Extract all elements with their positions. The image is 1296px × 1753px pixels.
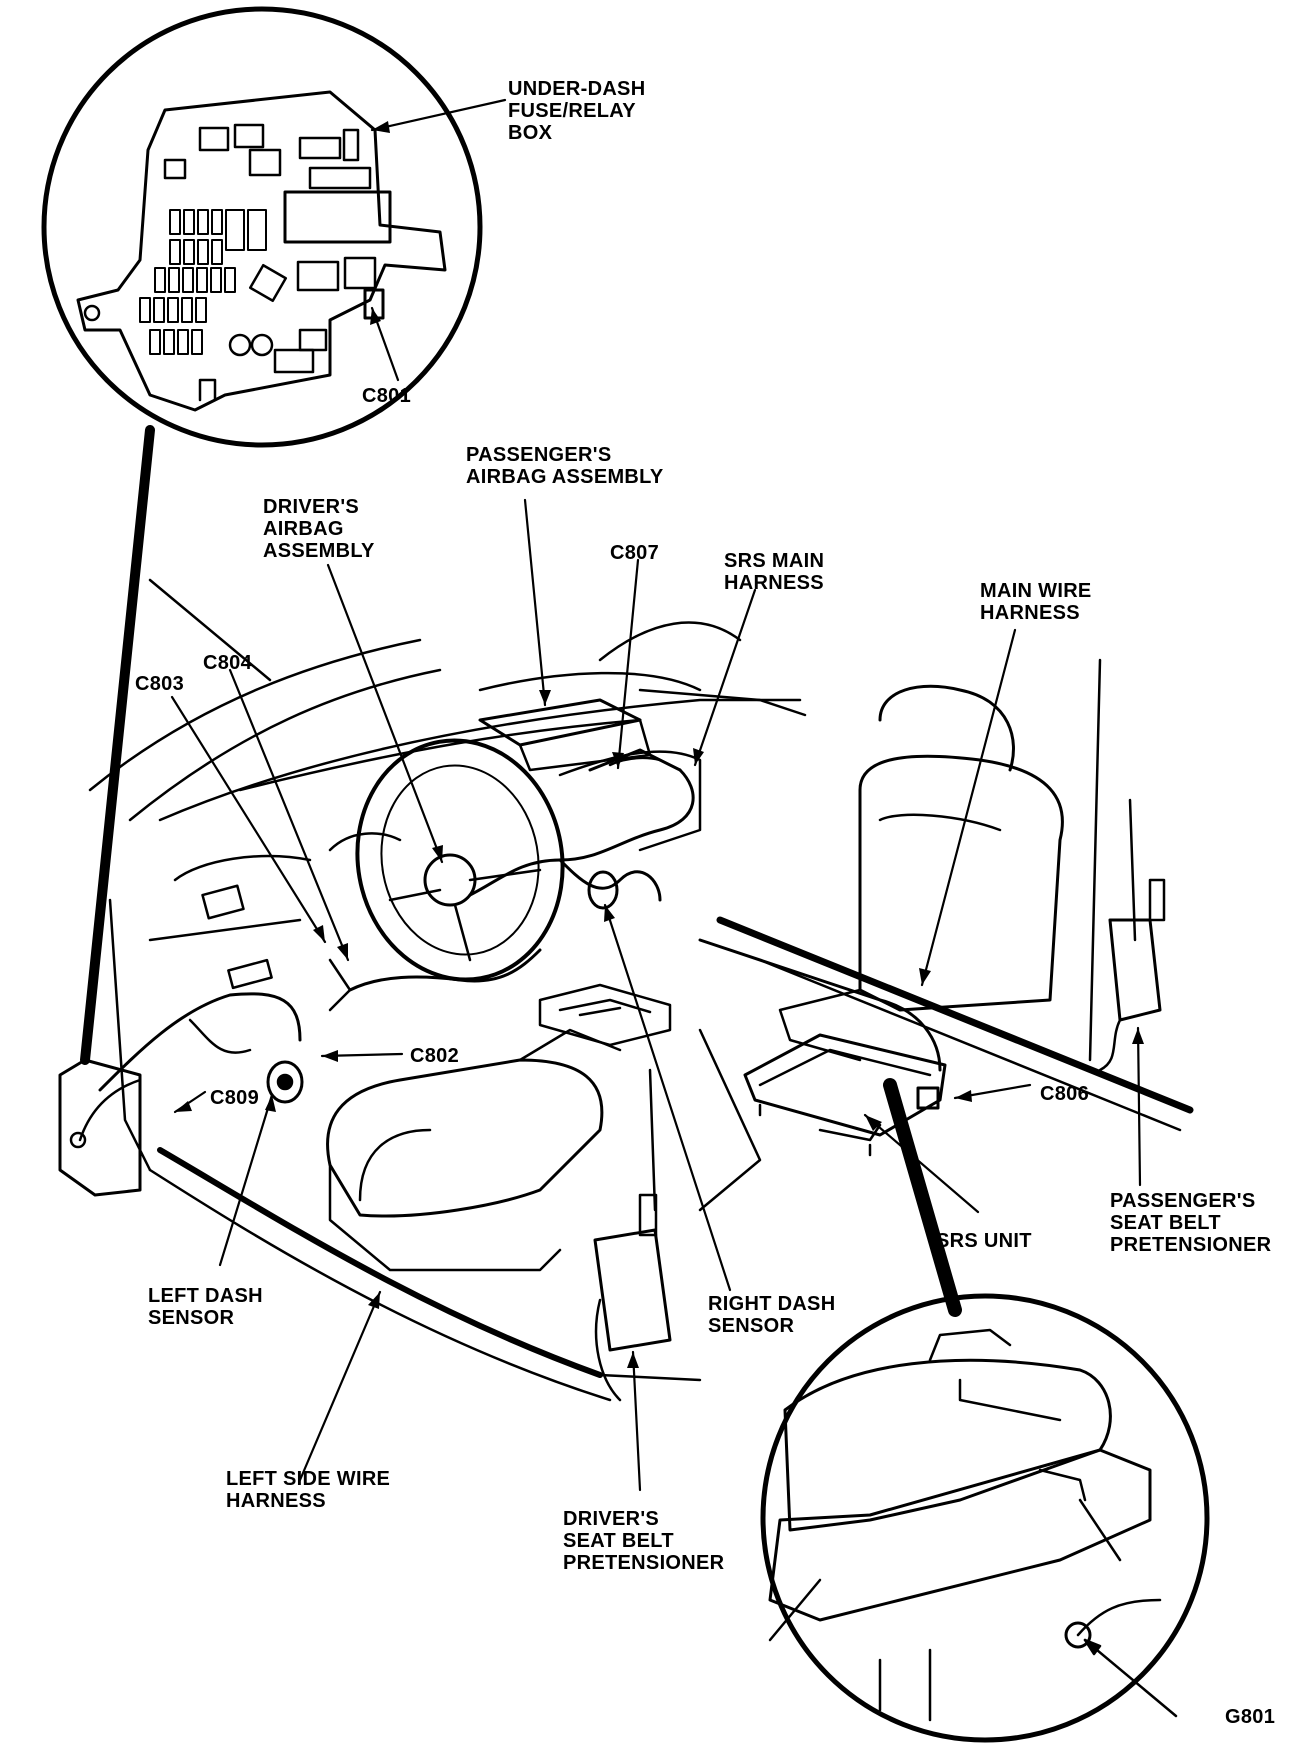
inset-leader-left [85,430,150,1060]
label-c801: C801 [362,385,412,407]
label-srs-unit: SRS UNIT [936,1230,1032,1252]
label-drivers-seat-belt-pretensioner: DRIVER'S SEAT BELT PRETENSIONER [563,1508,725,1574]
label-srs-main-harness: SRS MAIN HARNESS [724,550,825,594]
label-passengers-airbag-assembly: PASSENGER'S AIRBAG ASSEMBLY [466,444,664,488]
label-left-side-wire-harness: LEFT SIDE WIRE HARNESS [226,1468,391,1512]
vehicle-interior [60,580,1190,1400]
label-c807: C807 [610,542,660,564]
label-c804: C804 [203,652,253,674]
leader-lines [172,100,1140,1490]
label-main-wire-harness: MAIN WIRE HARNESS [980,580,1092,624]
label-g801: G801 [1225,1706,1276,1728]
label-c809: C809 [210,1087,260,1109]
g801-arrow [1085,1640,1176,1716]
inset-leader-right [890,1085,955,1310]
label-under-dash-fuse-relay-box: UNDER-DASH FUSE/RELAY BOX [508,78,646,144]
label-passengers-seat-belt-pretensioner: PASSENGER'S SEAT BELT PRETENSIONER [1110,1190,1272,1256]
label-left-dash-sensor: LEFT DASH SENSOR [148,1285,263,1329]
label-c802: C802 [410,1045,460,1067]
g801-inset [763,1296,1207,1740]
label-drivers-airbag-assembly: DRIVER'S AIRBAG ASSEMBLY [263,496,375,562]
fuse-box-inset [44,9,480,445]
label-right-dash-sensor: RIGHT DASH SENSOR [708,1293,836,1337]
label-c806: C806 [1040,1083,1090,1105]
label-c803: C803 [135,673,185,695]
arrowheads [175,121,1144,1368]
